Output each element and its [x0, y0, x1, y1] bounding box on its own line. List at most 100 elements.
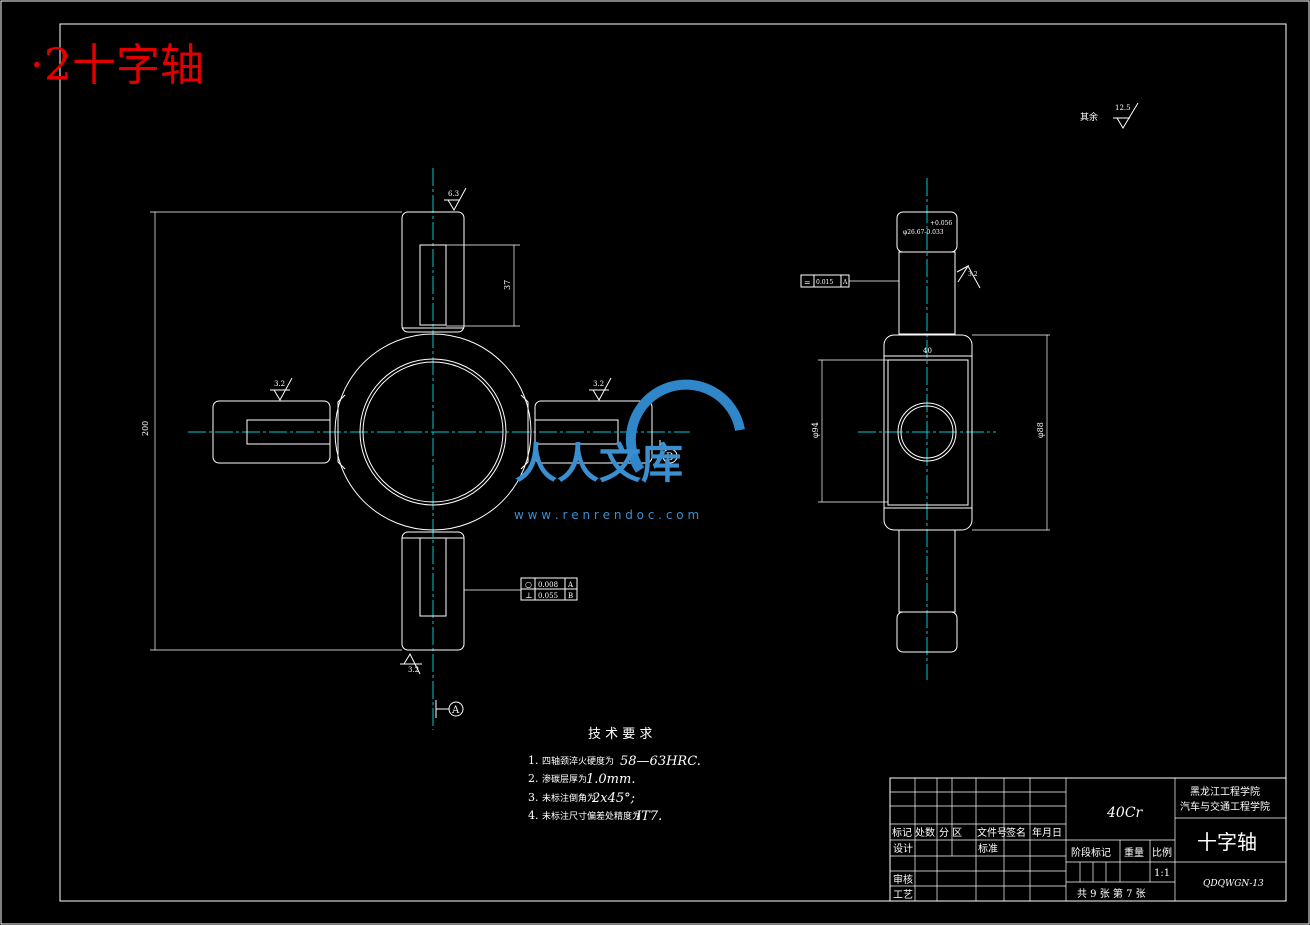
tb-header-date: 年月日: [1032, 826, 1062, 839]
dim-overall: 200: [141, 211, 402, 651]
title-block-grid: [890, 778, 1286, 901]
tb-header-sign: 签名: [1006, 826, 1026, 839]
dim-slot-text: 37: [503, 280, 512, 290]
side-top-journal: [898, 251, 956, 335]
sheet-title: ·2十字轴: [30, 40, 204, 91]
tb-row-process: 工艺: [893, 889, 913, 901]
top-journal: [401, 211, 465, 333]
side-datum-letter: B: [666, 452, 673, 463]
surface-mark-top: 6.3: [444, 187, 467, 212]
watermark-ring: [625, 379, 745, 473]
tb-stage: 阶段标记: [1071, 846, 1111, 859]
front-view: 200 37 6.3 3.2 3.2 3.2: [141, 168, 690, 730]
tb-sheet-info: 共 9 张 第 7 张: [1077, 887, 1146, 900]
surface-mark-top-symbol: [444, 187, 467, 212]
hub-inner-circle: [359, 358, 507, 506]
surface-mark-left-value: 3.2: [274, 380, 285, 388]
section-marker-letter: A: [451, 705, 460, 716]
roughness-rest-value: 12.5: [1115, 104, 1131, 112]
watermark-brand: 人人文库: [515, 439, 683, 488]
hub-side-flats: [337, 394, 529, 470]
tech-req-text-3: 未标注倒角为: [542, 792, 596, 804]
surface-mark-left-symbol: [270, 377, 293, 402]
side-surface-mark: 3.2: [956, 264, 981, 289]
tech-req-item: 4. 未标注尺寸偏差处精度为 IT7.: [528, 809, 662, 824]
tech-req-num-4: 4.: [528, 809, 539, 822]
tol-symbol-2: ⊥: [525, 591, 533, 600]
tb-row-review: 审核: [893, 873, 913, 886]
tech-requirements: 技 术 要 求 1. 四轴颈淬火硬度为 58—63HRC. 2. 渗碳层厚为 1…: [528, 727, 701, 824]
side-datum-circle: [662, 448, 678, 464]
side-flat-tolerance: = 0.015 A: [800, 274, 899, 288]
tb-ratio: 比例: [1152, 846, 1172, 859]
side-flat-tol-symbol: =: [804, 278, 811, 287]
tb-standard: 标准: [978, 843, 998, 855]
tech-req-value-3: 2x45°;: [591, 791, 635, 806]
side-bore-inner: [900, 405, 954, 459]
tb-header-count: 处数: [915, 826, 935, 839]
dim-slot: 37: [446, 244, 520, 327]
tolerance-frame: ○ 0.008 A ⊥ 0.055 B: [464, 577, 578, 601]
side-dim-lower: φ26.67-0.033: [903, 229, 944, 236]
right-journal-hole: [534, 419, 619, 445]
side-surface-mark-value: 3.2: [968, 271, 978, 278]
tol-value-1: 0.008: [538, 581, 558, 589]
tb-header-zone: 分 区: [939, 827, 962, 839]
tech-req-value-4: IT7.: [635, 809, 662, 824]
roughness-rest: 其余 12.5: [1080, 102, 1139, 129]
tb-scale: 1:1: [1154, 868, 1170, 879]
tol-datum-1: A: [567, 581, 574, 589]
bottom-journal: [401, 531, 465, 651]
hub-bore-circle: [362, 361, 504, 503]
tol-symbol-1: ○: [525, 580, 532, 589]
tol-datum-2: B: [568, 592, 573, 600]
surface-mark-right-symbol: [589, 377, 612, 402]
tb-school-line2: 汽车与交通工程学院: [1180, 800, 1270, 813]
tech-req-title: 技 术 要 求: [588, 727, 652, 742]
section-marker-a: A: [435, 700, 464, 718]
side-hub-inner: [887, 359, 969, 506]
roughness-rest-label: 其余: [1080, 111, 1098, 123]
dim-overall-text: 200: [141, 421, 150, 436]
top-journal-hole: [419, 244, 447, 326]
surface-mark-right: 3.2: [589, 377, 612, 402]
tb-header-file: 文件号: [977, 826, 1007, 839]
tb-drawing-no: QDQWGN-13: [1203, 879, 1264, 889]
side-dim-width: 40: [923, 347, 932, 355]
side-view: +0.056 φ26.67-0.033 = 0.015 A 3.2 40 φ94: [659, 178, 1050, 680]
tech-req-text-4: 未标注尺寸偏差处精度为: [542, 810, 641, 822]
hub-outer-circle: [334, 333, 532, 531]
roughness-symbol: [1113, 102, 1139, 129]
sheet-inner-border: [59, 23, 1287, 902]
tol-value-2: 0.055: [538, 592, 558, 600]
bottom-journal-hole: [419, 537, 447, 617]
side-surface-mark-symbol: [956, 264, 981, 289]
left-journal-hole: [246, 419, 331, 445]
tech-req-num-3: 3.: [528, 791, 539, 804]
surface-mark-top-value: 6.3: [448, 190, 459, 198]
side-dim-left-group: φ94: [811, 359, 888, 503]
surface-mark-left: 3.2: [270, 377, 293, 402]
surface-mark-bottom-symbol: [400, 652, 422, 675]
tb-part-name: 十字轴: [1197, 830, 1257, 854]
tech-req-value-2: 1.0mm.: [586, 772, 635, 787]
side-dim-upper: +0.056: [930, 220, 952, 227]
side-flat-tol-datum: A: [842, 279, 848, 286]
watermark-url: w w w . r e n r e n d o c . c o m: [514, 508, 699, 522]
tb-header-mark: 标记: [892, 827, 912, 839]
side-dim-left: φ94: [811, 422, 820, 438]
tech-req-item: 3. 未标注倒角为 2x45°;: [528, 791, 635, 806]
tech-req-text-1: 四轴颈淬火硬度为: [542, 755, 614, 767]
tech-req-item: 1. 四轴颈淬火硬度为 58—63HRC.: [528, 754, 701, 769]
tb-weight: 重量: [1124, 846, 1144, 859]
side-bottom-journal-cap: [896, 611, 958, 653]
tech-req-text-2: 渗碳层厚为: [542, 773, 587, 785]
side-dim-right-group: φ88: [972, 334, 1050, 531]
tech-req-num-2: 2.: [528, 772, 539, 785]
tb-school-line1: 黑龙江工程学院: [1190, 785, 1260, 798]
surface-mark-bottom: 3.2: [400, 652, 422, 675]
section-marker-circle: [448, 701, 464, 717]
tech-req-value-1: 58—63HRC.: [620, 754, 701, 769]
title-block: 标记 处数 分 区 文件号 签名 年月日 设计 标准 审核 工艺 40Cr 阶段…: [889, 777, 1287, 902]
